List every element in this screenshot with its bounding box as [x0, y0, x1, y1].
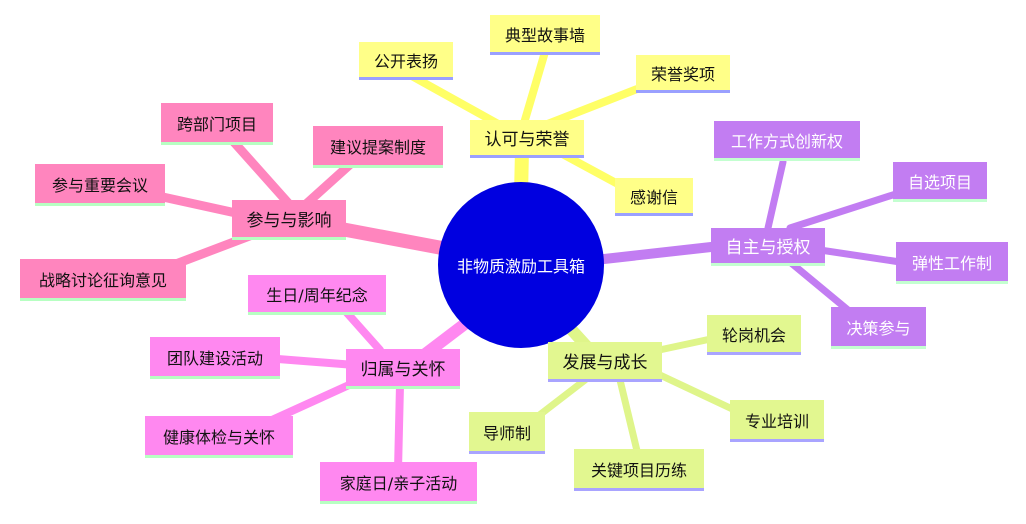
branch-influence[interactable]: 参与与影响 — [232, 200, 346, 240]
connector-autonomy-1 — [764, 158, 787, 232]
node-autonomy-self-selected-project[interactable]: 自选项目 — [893, 162, 987, 202]
node-recognition-thank-you-letter[interactable]: 感谢信 — [615, 178, 693, 216]
branch-growth-label: 发展与成长 — [562, 353, 648, 373]
node-label: 团队建设活动 — [166, 348, 263, 368]
connector-belonging-4 — [394, 381, 404, 474]
node-belonging-health-care[interactable]: 健康体检与关怀 — [145, 416, 293, 458]
branch-recognition-label: 认可与荣誉 — [484, 130, 570, 150]
node-label: 参与重要会议 — [51, 175, 148, 195]
connector-recognition-3 — [541, 80, 654, 129]
branch-autonomy-label: 自主与授权 — [725, 238, 811, 258]
node-label: 决策参与 — [846, 318, 911, 338]
node-influence-suggestion-system[interactable]: 建议提案制度 — [313, 126, 443, 168]
node-recognition-public-praise[interactable]: 公开表扬 — [359, 42, 453, 80]
node-recognition-honor-awards[interactable]: 荣誉奖项 — [636, 55, 730, 93]
branch-belonging-label: 归属与关怀 — [360, 360, 446, 380]
node-belonging-team-building[interactable]: 团队建设活动 — [150, 337, 280, 379]
node-growth-job-rotation[interactable]: 轮岗机会 — [707, 315, 801, 355]
node-label: 工作方式创新权 — [730, 131, 843, 151]
connector-influence-1 — [227, 135, 295, 210]
branch-influence-label: 参与与影响 — [246, 211, 332, 231]
branch-autonomy[interactable]: 自主与授权 — [711, 228, 825, 266]
node-label: 跨部门项目 — [176, 114, 257, 134]
node-autonomy-decision-participation[interactable]: 决策参与 — [831, 307, 926, 349]
node-label: 荣誉奖项 — [650, 64, 715, 84]
branch-growth[interactable]: 发展与成长 — [548, 342, 662, 382]
node-label: 感谢信 — [629, 187, 678, 207]
node-influence-cross-dept-project[interactable]: 跨部门项目 — [161, 103, 273, 145]
node-label: 家庭日/亲子活动 — [339, 473, 458, 493]
connector-belonging-2 — [261, 354, 359, 369]
branch-belonging[interactable]: 归属与关怀 — [346, 349, 460, 389]
node-growth-mentorship[interactable]: 导师制 — [469, 412, 545, 454]
node-label: 关键项目历练 — [590, 460, 687, 480]
connector-recognition-2 — [406, 71, 504, 129]
node-influence-strategy-consultation[interactable]: 战略讨论征询意见 — [20, 259, 186, 301]
node-label: 建议提案制度 — [329, 137, 426, 157]
node-label: 公开表扬 — [373, 51, 438, 71]
node-label: 战略讨论征询意见 — [38, 270, 167, 290]
node-influence-important-meetings[interactable]: 参与重要会议 — [35, 164, 165, 206]
node-label: 弹性工作制 — [911, 253, 992, 273]
node-growth-professional-training[interactable]: 专业培训 — [730, 400, 824, 442]
node-autonomy-flexible-work[interactable]: 弹性工作制 — [896, 242, 1008, 284]
node-label: 导师制 — [482, 423, 531, 443]
node-belonging-birthday-anniversary[interactable]: 生日/周年纪念 — [248, 275, 386, 315]
node-growth-key-project-experience[interactable]: 关键项目历练 — [574, 449, 704, 491]
node-belonging-family-day[interactable]: 家庭日/亲子活动 — [320, 462, 477, 504]
connector-recognition-1 — [518, 48, 549, 134]
node-label: 生日/周年纪念 — [266, 285, 368, 305]
connector-autonomy-3 — [816, 246, 904, 266]
connector-center-autonomy — [590, 241, 725, 265]
branch-recognition[interactable]: 认可与荣誉 — [470, 120, 584, 158]
node-label: 健康体检与关怀 — [162, 427, 275, 447]
central-topic-label: 非物质激励工具箱 — [456, 257, 585, 276]
node-label: 专业培训 — [744, 411, 809, 431]
node-label: 典型故事墙 — [504, 25, 585, 45]
connector-growth-3 — [616, 376, 642, 459]
node-label: 自选项目 — [907, 172, 972, 192]
node-recognition-story-wall[interactable]: 典型故事墙 — [490, 15, 600, 55]
central-topic[interactable]: 非物质激励工具箱 — [438, 182, 604, 348]
node-label: 轮岗机会 — [721, 325, 786, 345]
node-autonomy-work-innovation[interactable]: 工作方式创新权 — [714, 121, 860, 161]
